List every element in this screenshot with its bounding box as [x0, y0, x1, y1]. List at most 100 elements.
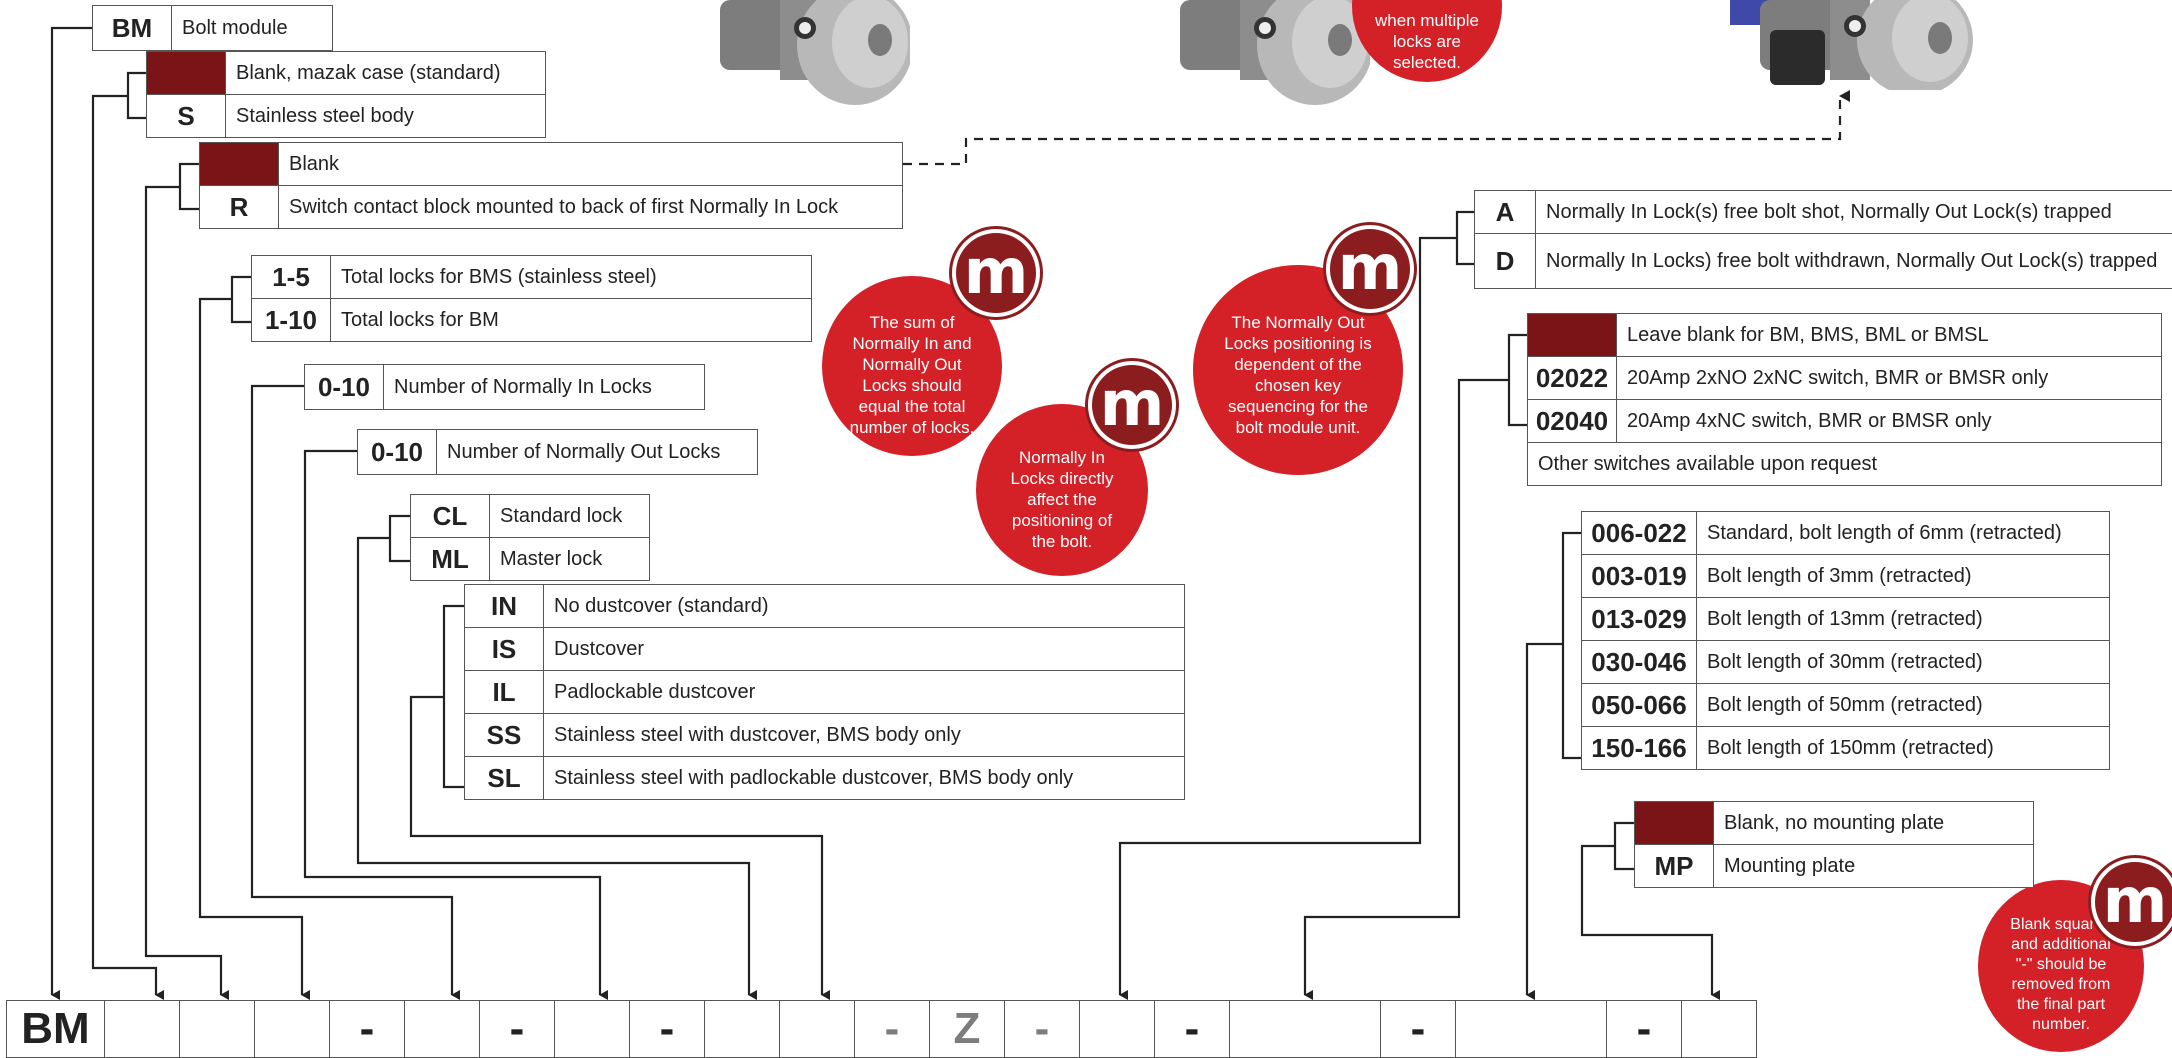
- option-desc: Stainless steel with dustcover, BMS body…: [544, 714, 1185, 757]
- option-desc: Number of Normally In Locks: [384, 365, 705, 410]
- option-desc: Normally In Lock(s) free bolt shot, Norm…: [1536, 191, 2172, 234]
- part-number-box: [1230, 1001, 1381, 1058]
- option-code: BM: [93, 6, 172, 51]
- option-code: 150-166: [1582, 727, 1697, 770]
- m-badge-icon: m: [1326, 225, 1414, 313]
- option-row: Blank, mazak case (standard): [147, 52, 546, 95]
- option-desc: Stainless steel with padlockable dustcov…: [544, 757, 1185, 800]
- bolt-module-photo-2: [1180, 0, 1370, 110]
- part-number-box: Z: [930, 1001, 1005, 1058]
- bolt-module-switch-photo: [1730, 0, 1980, 90]
- option-desc: Number of Normally Out Locks: [437, 430, 758, 475]
- multiple-locks-note: when multiple locks are selected.: [1352, 0, 1502, 82]
- part-number-box: [705, 1001, 780, 1058]
- option-code: 1-10: [252, 299, 331, 342]
- option-desc: Total locks for BM: [331, 299, 812, 342]
- part-number-box: -: [855, 1001, 930, 1058]
- option-desc: Total locks for BMS (stainless steel): [331, 256, 812, 299]
- option-code: 013-029: [1582, 598, 1697, 641]
- option-row: 1-10 Total locks for BM: [252, 299, 812, 342]
- normally-in-options: 0-10 Number of Normally In Locks: [304, 364, 705, 410]
- option-row: IS Dustcover: [465, 628, 1185, 671]
- blank-square: [147, 52, 226, 95]
- option-row: ML Master lock: [411, 538, 650, 581]
- option-row: 050-066 Bolt length of 50mm (retracted): [1582, 684, 2110, 727]
- option-row: S Stainless steel body: [147, 95, 546, 138]
- part-number-strip: BM - - - - Z - - - -: [6, 1000, 1757, 1058]
- option-row: 0-10 Number of Normally Out Locks: [358, 430, 758, 475]
- option-row: 003-019 Bolt length of 3mm (retracted): [1582, 555, 2110, 598]
- option-code: MP: [1635, 845, 1714, 888]
- option-desc: Bolt module: [172, 6, 333, 51]
- option-code: 050-066: [1582, 684, 1697, 727]
- option-row: Leave blank for BM, BMS, BML or BMSL: [1528, 314, 2162, 357]
- option-desc: 20Amp 4xNC switch, BMR or BMSR only: [1617, 400, 2162, 443]
- bolt-module-photo-1: [720, 0, 910, 110]
- option-row: Blank, no mounting plate: [1635, 802, 2034, 845]
- option-code: A: [1475, 191, 1536, 234]
- option-code: IS: [465, 628, 544, 671]
- option-code: SS: [465, 714, 544, 757]
- total-locks-options: 1-5 Total locks for BMS (stainless steel…: [251, 255, 812, 342]
- option-desc: Bolt length of 150mm (retracted): [1697, 727, 2110, 770]
- option-code: 0-10: [358, 430, 437, 475]
- normally-out-options: 0-10 Number of Normally Out Locks: [357, 429, 758, 475]
- option-code: D: [1475, 234, 1536, 289]
- option-row: 006-022 Standard, bolt length of 6mm (re…: [1582, 512, 2110, 555]
- option-desc: Blank, mazak case (standard): [226, 52, 546, 95]
- mounting-options: Blank, no mounting plate MP Mounting pla…: [1634, 801, 2034, 888]
- bolt-action-options: A Normally In Lock(s) free bolt shot, No…: [1474, 190, 2172, 289]
- option-desc: Dustcover: [544, 628, 1185, 671]
- option-desc: Master lock: [490, 538, 650, 581]
- option-desc: Stainless steel body: [226, 95, 546, 138]
- option-code: IN: [465, 585, 544, 628]
- option-row: IL Padlockable dustcover: [465, 671, 1185, 714]
- option-row: SL Stainless steel with padlockable dust…: [465, 757, 1185, 800]
- option-row: MP Mounting plate: [1635, 845, 2034, 888]
- option-row: Other switches available upon request: [1528, 443, 2162, 486]
- body-options: Blank, mazak case (standard) S Stainless…: [146, 51, 546, 138]
- option-row: BM Bolt module: [93, 6, 333, 51]
- option-desc: Mounting plate: [1714, 845, 2034, 888]
- option-desc: Normally In Locks) free bolt withdrawn, …: [1536, 234, 2172, 289]
- part-number-box: [780, 1001, 855, 1058]
- module-options: BM Bolt module: [92, 5, 333, 51]
- part-number-box: -: [1005, 1001, 1080, 1058]
- part-number-box: -: [630, 1001, 705, 1058]
- option-row: A Normally In Lock(s) free bolt shot, No…: [1475, 191, 2172, 234]
- option-row: 1-5 Total locks for BMS (stainless steel…: [252, 256, 812, 299]
- option-desc: Standard lock: [490, 495, 650, 538]
- part-number-box: [1456, 1001, 1607, 1058]
- option-desc: Switch contact block mounted to back of …: [279, 186, 903, 229]
- part-number-box: [105, 1001, 180, 1058]
- option-code: 1-5: [252, 256, 331, 299]
- option-row: Blank: [200, 143, 903, 186]
- bolt-length-options: 006-022 Standard, bolt length of 6mm (re…: [1581, 511, 2110, 770]
- switch-note: Other switches available upon request: [1528, 443, 2162, 486]
- option-row: 0-10 Number of Normally In Locks: [305, 365, 705, 410]
- blank-square: [1528, 314, 1617, 357]
- option-row: 013-029 Bolt length of 13mm (retracted): [1582, 598, 2110, 641]
- option-desc: No dustcover (standard): [544, 585, 1185, 628]
- option-code: CL: [411, 495, 490, 538]
- option-code: 0-10: [305, 365, 384, 410]
- option-desc: Standard, bolt length of 6mm (retracted): [1697, 512, 2110, 555]
- option-code: ML: [411, 538, 490, 581]
- option-code: 02040: [1528, 400, 1617, 443]
- option-row: IN No dustcover (standard): [465, 585, 1185, 628]
- option-code: SL: [465, 757, 544, 800]
- option-row: R Switch contact block mounted to back o…: [200, 186, 903, 229]
- option-row: 02022 20Amp 2xNO 2xNC switch, BMR or BMS…: [1528, 357, 2162, 400]
- option-desc: Padlockable dustcover: [544, 671, 1185, 714]
- switch-options: Leave blank for BM, BMS, BML or BMSL 020…: [1527, 313, 2162, 486]
- option-code: 003-019: [1582, 555, 1697, 598]
- part-number-box: -: [480, 1001, 555, 1058]
- blank-square: [1635, 802, 1714, 845]
- part-number-box: [405, 1001, 480, 1058]
- option-row: 150-166 Bolt length of 150mm (retracted): [1582, 727, 2110, 770]
- part-number-box: -: [1155, 1001, 1230, 1058]
- option-code: 030-046: [1582, 641, 1697, 684]
- m-badge-icon: m: [2091, 858, 2172, 946]
- option-desc: 20Amp 2xNO 2xNC switch, BMR or BMSR only: [1617, 357, 2162, 400]
- lock-type-options: CL Standard lock ML Master lock: [410, 494, 650, 581]
